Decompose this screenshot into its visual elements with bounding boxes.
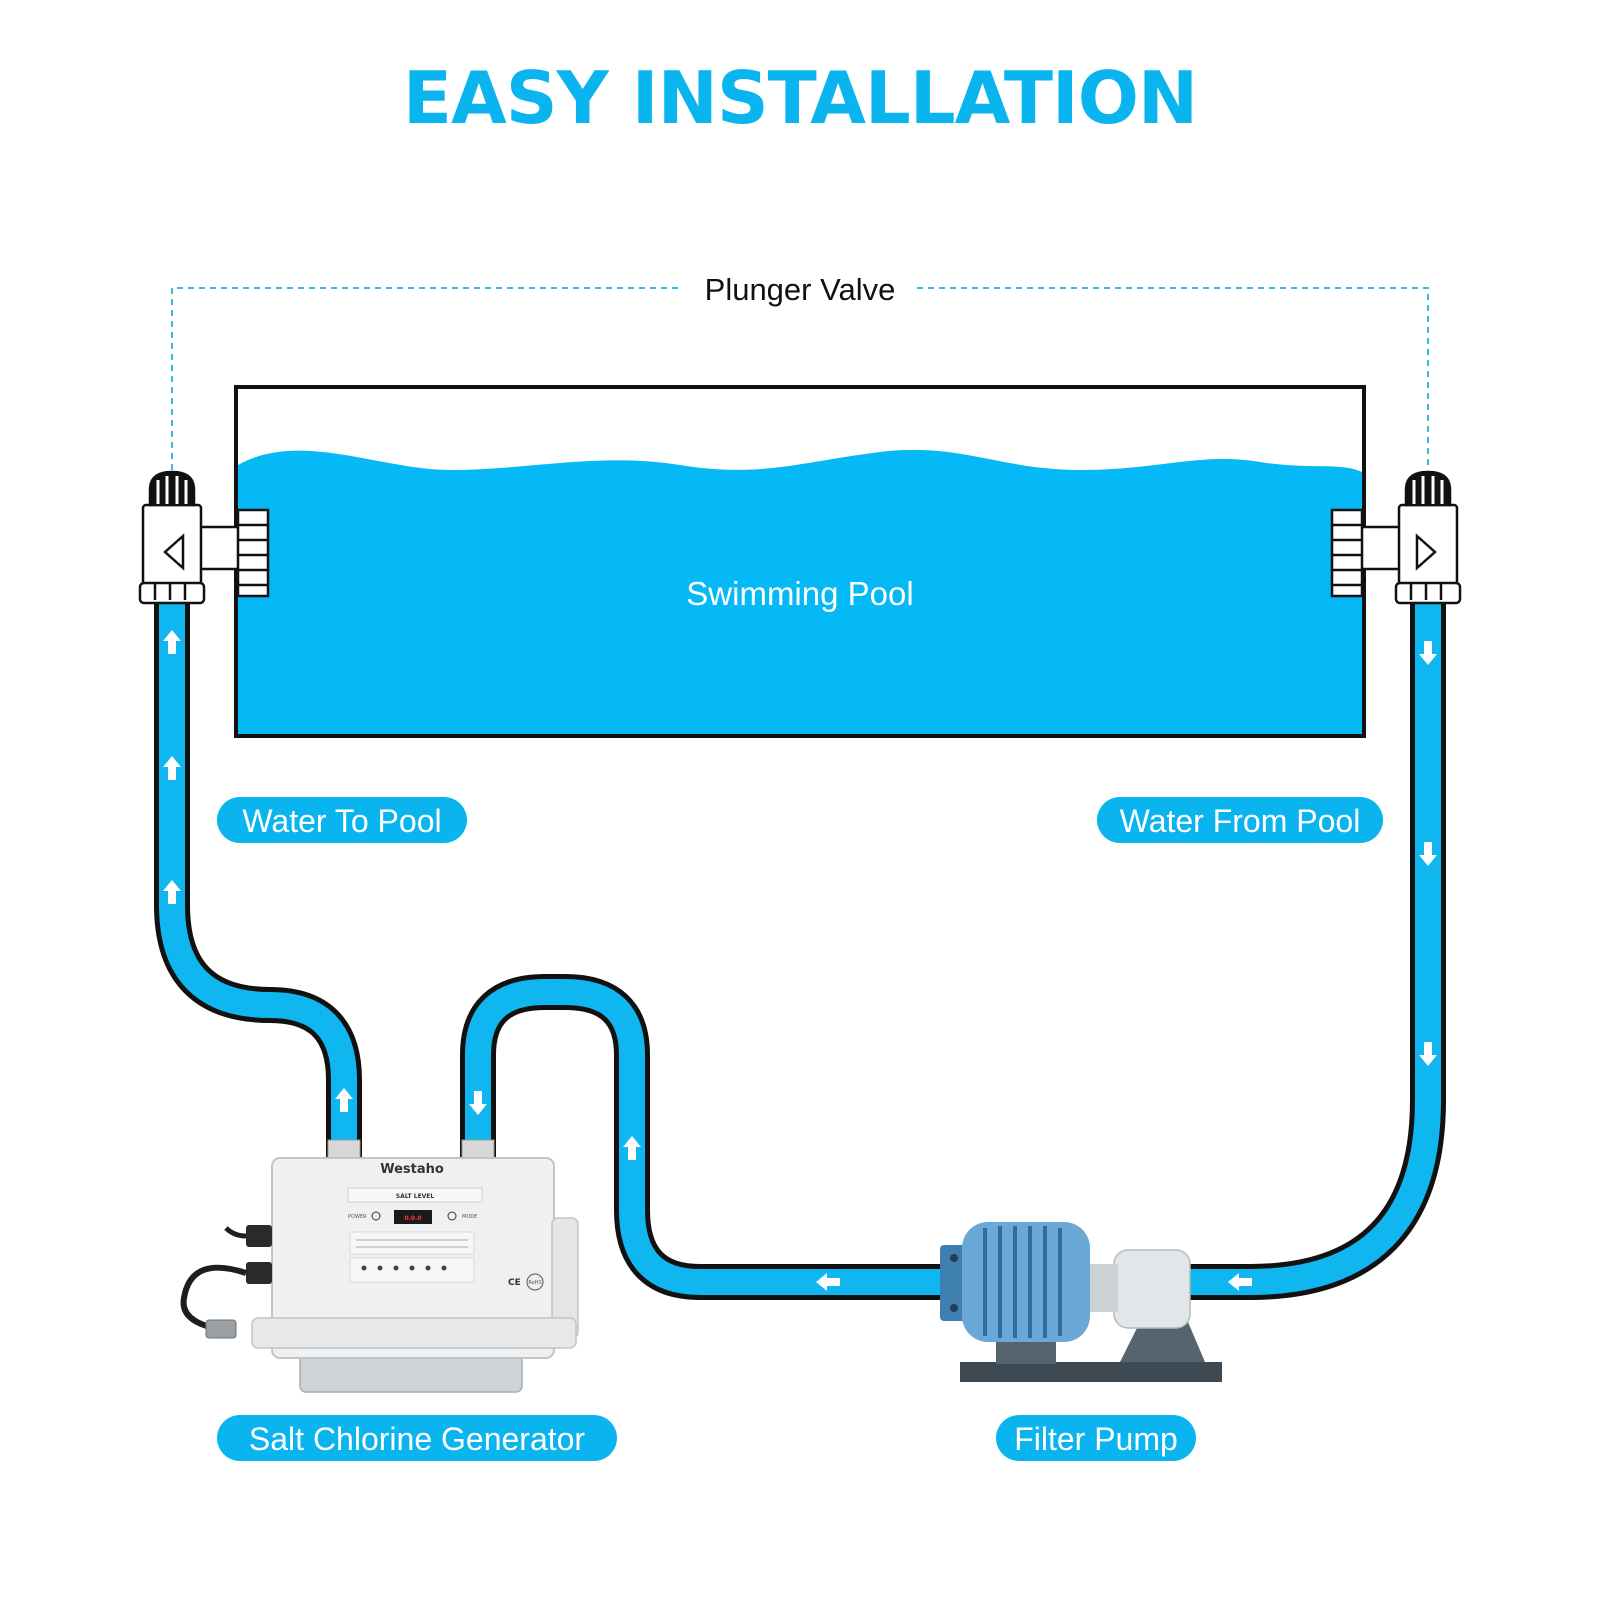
page-title: EASY INSTALLATION	[403, 56, 1197, 140]
return-pipe	[154, 600, 362, 1160]
label-filter-pump: Filter Pump	[996, 1415, 1196, 1461]
arrow-up-icon	[163, 756, 181, 780]
intake-pipe	[1185, 600, 1446, 1300]
arrow-left-icon	[816, 1273, 840, 1291]
supply-pipe	[460, 974, 960, 1300]
right-plunger-valve	[1330, 470, 1462, 605]
pool-label: Swimming Pool	[686, 575, 913, 612]
display-value: 0.0.0	[404, 1215, 421, 1222]
water-from-pool-text: Water From Pool	[1120, 803, 1361, 839]
arrow-down-icon	[1419, 641, 1437, 665]
mode-button-icon	[447, 1211, 457, 1221]
arrow-up-icon	[623, 1136, 641, 1160]
salt-chlorine-generator-device: SALT LEVEL Westaho POWER 0.0.0 MODE CE R…	[180, 1139, 579, 1393]
arrow-down-icon	[469, 1091, 487, 1115]
power-label: POWER	[348, 1214, 367, 1220]
label-salt-chlorine-generator: Salt Chlorine Generator	[217, 1415, 617, 1461]
swimming-pool: Swimming Pool	[234, 385, 1366, 738]
plunger-valve-label: Plunger Valve	[705, 272, 896, 307]
arrow-down-icon	[1419, 1042, 1437, 1066]
label-water-from-pool: Water From Pool	[1097, 797, 1383, 843]
label-water-to-pool: Water To Pool	[217, 797, 467, 843]
arrow-left-icon	[1228, 1273, 1252, 1291]
mode-label: MODE	[462, 1214, 477, 1220]
left-plunger-valve	[138, 470, 270, 605]
flow-arrows	[163, 630, 1437, 1291]
plunger-valve-connector	[171, 287, 1429, 470]
rohs-mark: RoHS	[528, 1280, 541, 1286]
power-button-icon	[371, 1211, 381, 1221]
salt-chlorine-generator-text: Salt Chlorine Generator	[249, 1421, 586, 1457]
arrow-down-icon	[1419, 842, 1437, 866]
filter-pump	[940, 1222, 1222, 1382]
arrow-up-icon	[163, 630, 181, 654]
arrow-up-icon	[335, 1088, 353, 1112]
ce-mark: CE	[508, 1278, 521, 1288]
filter-pump-text: Filter Pump	[1014, 1421, 1178, 1457]
salt-display	[394, 1210, 432, 1224]
water-to-pool-text: Water To Pool	[242, 803, 441, 839]
brand-logo: Westaho	[380, 1162, 444, 1177]
panel-heading: SALT LEVEL	[396, 1193, 435, 1200]
arrow-up-icon	[163, 880, 181, 904]
